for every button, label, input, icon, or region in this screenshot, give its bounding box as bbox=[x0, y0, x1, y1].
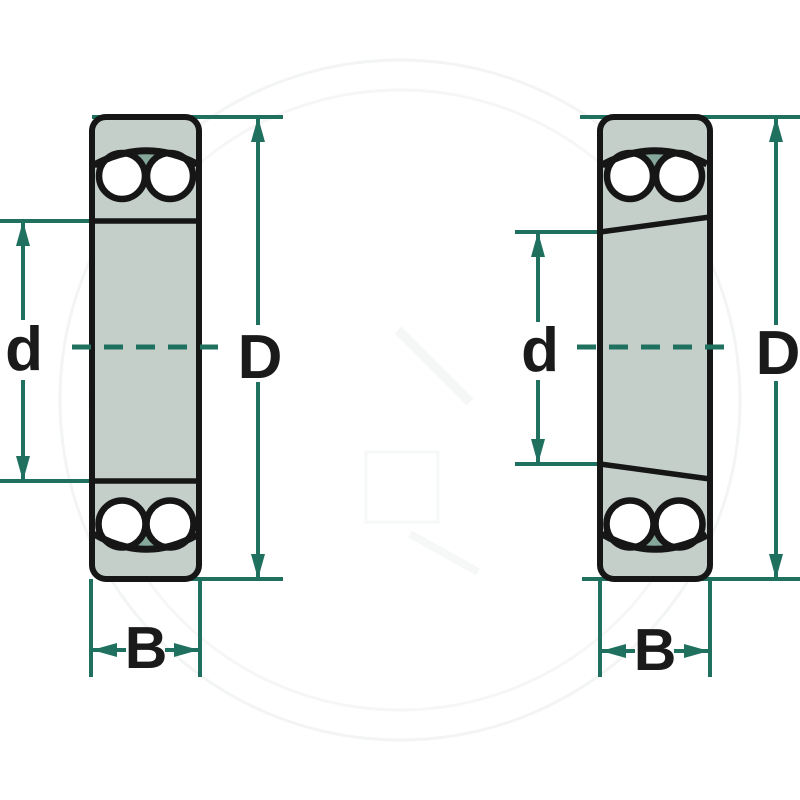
inner-ring-edge-top-tapered bbox=[599, 214, 711, 235]
arrowhead-left-icon bbox=[601, 644, 626, 658]
dimension-d-right bbox=[531, 232, 545, 464]
dimension-D-right bbox=[769, 117, 783, 579]
watermark-stroke bbox=[394, 326, 474, 406]
arrowhead-down-icon bbox=[531, 439, 545, 464]
arrowhead-up-icon bbox=[531, 232, 545, 257]
arrowhead-up-icon bbox=[251, 117, 265, 142]
dimension-B-left bbox=[92, 643, 199, 657]
arrowhead-up-icon bbox=[769, 117, 783, 142]
watermark-stroke bbox=[408, 530, 480, 576]
arrowhead-left-icon bbox=[92, 643, 117, 657]
arrowhead-down-icon bbox=[16, 456, 30, 481]
watermark-outer-circle bbox=[58, 58, 742, 742]
outer-ring-outline bbox=[89, 114, 202, 582]
inner-ring-edge-bottom-tapered bbox=[599, 461, 711, 482]
outer-raceway-arc-bottom bbox=[92, 530, 199, 553]
label-width: B bbox=[125, 615, 168, 681]
outer-raceway-arc-bottom bbox=[600, 530, 709, 553]
arrowhead-right-icon bbox=[684, 644, 709, 658]
outer-raceway-arc-top bbox=[92, 147, 199, 169]
dimension-B-right bbox=[601, 644, 709, 658]
label-outer-diameter: D bbox=[756, 319, 800, 388]
outer-raceway-arc-top bbox=[600, 147, 709, 169]
label-width: B bbox=[634, 617, 677, 683]
arrowhead-down-icon bbox=[251, 554, 265, 579]
dimension-d-left bbox=[16, 221, 30, 481]
arrowhead-right-icon bbox=[174, 643, 199, 657]
arrowhead-up-icon bbox=[16, 221, 30, 246]
watermark-rect bbox=[364, 450, 440, 524]
label-outer-diameter: D bbox=[238, 323, 283, 392]
arrowhead-down-icon bbox=[769, 554, 783, 579]
dimension-D-left bbox=[251, 117, 265, 579]
label-bore-diameter: d bbox=[521, 316, 559, 385]
label-bore-diameter: d bbox=[5, 315, 43, 384]
